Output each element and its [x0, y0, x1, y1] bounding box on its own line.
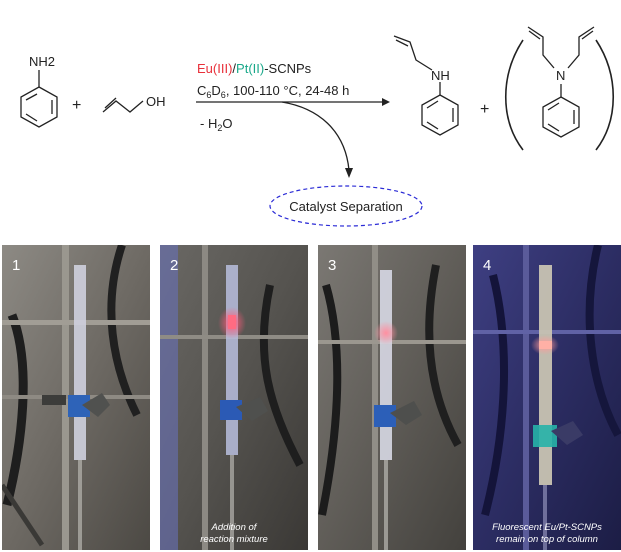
reaction-scheme: NH2 + OH Eu(III)/Pt(II)-SCNPs C6D6, 100-…: [20, 26, 615, 227]
byproduct-suffix: O: [222, 116, 232, 131]
photo-panel-2: 2 Addition of reaction mixture: [160, 245, 308, 550]
photo-1-number: 1: [12, 257, 21, 274]
conditions-label: C6D6, 100-110 °C, 24-48 h: [197, 83, 349, 100]
separation-arrow: [281, 101, 350, 171]
plus-sign-1: +: [72, 97, 81, 114]
separation-ellipse: [269, 185, 423, 227]
solvent-sub1: 6: [206, 90, 211, 100]
aniline-structure: [20, 70, 58, 128]
photo-4-caption: Fluorescent Eu/Pt-SCNPs remain on top of…: [492, 522, 602, 545]
allyl-alcohol-structure: [102, 97, 144, 113]
plus-sign-2: +: [480, 101, 489, 118]
product-2-n-label: N: [556, 68, 565, 83]
catalyst-label: Eu(III)/Pt(II)-SCNPs: [197, 61, 312, 76]
n-n-diallylaniline-structure: [527, 26, 595, 138]
product-1-nh-label: NH: [431, 68, 450, 83]
n-allylaniline-structure: [393, 35, 459, 136]
right-parenthesis: [595, 39, 615, 151]
photo-panel-4: 4 Fluorescent Eu/Pt-SCNPs remain on top …: [473, 245, 621, 550]
conditions-rest: , 100-110 °C, 24-48 h: [226, 83, 349, 98]
separation-label: Catalyst Separation: [289, 199, 402, 214]
photo-2-caption: Addition of reaction mixture: [200, 522, 268, 545]
catalyst-pt: Pt(II): [236, 61, 264, 76]
aniline-nh2-label: NH2: [29, 54, 55, 69]
photo-3-number: 3: [328, 257, 337, 274]
catalyst-eu: Eu(III): [197, 61, 232, 76]
photo-panel-1: 1: [2, 245, 150, 550]
byproduct-sub: 2: [217, 123, 222, 133]
byproduct-label: - H2O: [200, 116, 232, 133]
catalyst-rest: -SCNPs: [264, 61, 311, 76]
photo-2-number: 2: [170, 257, 179, 274]
solvent-d: D: [211, 83, 220, 98]
allyl-alcohol-oh-label: OH: [146, 94, 166, 109]
solvent-c: C: [197, 83, 206, 98]
left-parenthesis: [504, 39, 524, 151]
solvent-sub2: 6: [221, 90, 226, 100]
photo-4-number: 4: [483, 257, 492, 274]
photo-panel-3: 3: [318, 245, 466, 550]
byproduct-prefix: - H: [200, 116, 217, 131]
catalyst-separator: /: [232, 61, 236, 76]
